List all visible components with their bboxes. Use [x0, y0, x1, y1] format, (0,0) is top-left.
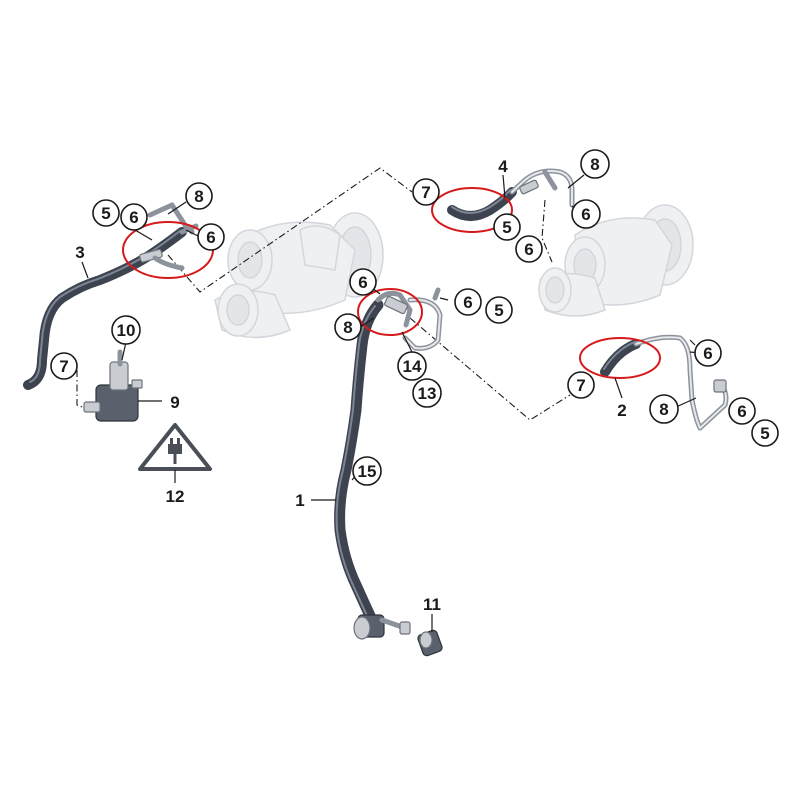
svg-text:8: 8: [659, 400, 668, 419]
callout-5-left: 5: [92, 199, 120, 227]
callout-11: 11: [423, 595, 441, 614]
svg-text:5: 5: [101, 204, 110, 223]
svg-text:6: 6: [129, 208, 138, 227]
svg-text:15: 15: [358, 462, 377, 481]
callout-8-right: 8: [649, 394, 679, 424]
callout-5-right: 5: [751, 419, 779, 447]
callout-6-top-right: 6: [571, 199, 601, 229]
svg-text:10: 10: [117, 321, 136, 340]
coolant-hose-1: [334, 287, 443, 640]
callout-6-right-b: 6: [728, 397, 756, 425]
svg-text:5: 5: [502, 218, 511, 237]
electrical-connector-warning-icon: [138, 423, 212, 471]
callout-10: 10: [111, 315, 141, 345]
svg-text:8: 8: [590, 155, 599, 174]
callout-13: 13: [412, 378, 442, 408]
callout-6-left: 6: [120, 203, 148, 231]
svg-text:6: 6: [703, 344, 712, 363]
callout-14: 14: [397, 351, 427, 381]
callout-6-top: 6: [515, 235, 543, 263]
callout-9: 9: [170, 393, 179, 412]
svg-text:5: 5: [760, 424, 769, 443]
callout-6-right: 6: [694, 339, 722, 367]
callout-6-center: 6: [349, 268, 377, 296]
callout-8-left: 8: [185, 182, 213, 210]
leader-lines: [81, 174, 701, 632]
svg-text:8: 8: [343, 318, 352, 337]
svg-text:5: 5: [494, 301, 503, 320]
callout-5-top: 5: [493, 213, 521, 241]
hose-connector-11: [417, 629, 443, 657]
highlight-ring-hose-4: [431, 187, 513, 233]
svg-text:7: 7: [59, 357, 68, 376]
callout-8-top-right: 8: [580, 149, 610, 179]
callout-7-top: 7: [412, 178, 440, 206]
svg-text:8: 8: [194, 187, 203, 206]
callout-15: 15: [352, 456, 382, 486]
callout-labels: 3 9 12 4 1 11 2 5 6 8 6 10 7 7 8 6 5 6 6…: [50, 149, 779, 614]
highlight-rings: [122, 187, 661, 379]
callout-3: 3: [75, 243, 84, 262]
svg-text:6: 6: [581, 205, 590, 224]
svg-text:6: 6: [206, 228, 215, 247]
callout-12: 12: [166, 487, 185, 506]
electric-coolant-pump-9: [83, 349, 143, 422]
svg-text:6: 6: [524, 240, 533, 259]
svg-text:6: 6: [358, 273, 367, 292]
callout-6-left-b: 6: [197, 223, 225, 251]
callout-8-center: 8: [334, 313, 362, 341]
callout-7-right: 7: [567, 371, 595, 399]
turbocharger-right-ghost: [538, 204, 694, 317]
callout-5-center-right: 5: [485, 296, 513, 324]
svg-text:7: 7: [421, 183, 430, 202]
highlight-ring-hose-1: [357, 288, 423, 336]
highlight-ring-hose-2: [579, 337, 661, 379]
callout-1: 1: [295, 491, 304, 510]
svg-text:6: 6: [463, 293, 472, 312]
callout-6-center-right: 6: [454, 288, 482, 316]
callout-7-left: 7: [50, 352, 78, 380]
svg-text:6: 6: [737, 402, 746, 421]
svg-text:13: 13: [418, 384, 437, 403]
callout-4: 4: [498, 157, 508, 176]
callout-2: 2: [617, 401, 626, 420]
svg-text:7: 7: [576, 376, 585, 395]
svg-text:14: 14: [403, 357, 422, 376]
coolant-hose-3: [23, 202, 199, 390]
